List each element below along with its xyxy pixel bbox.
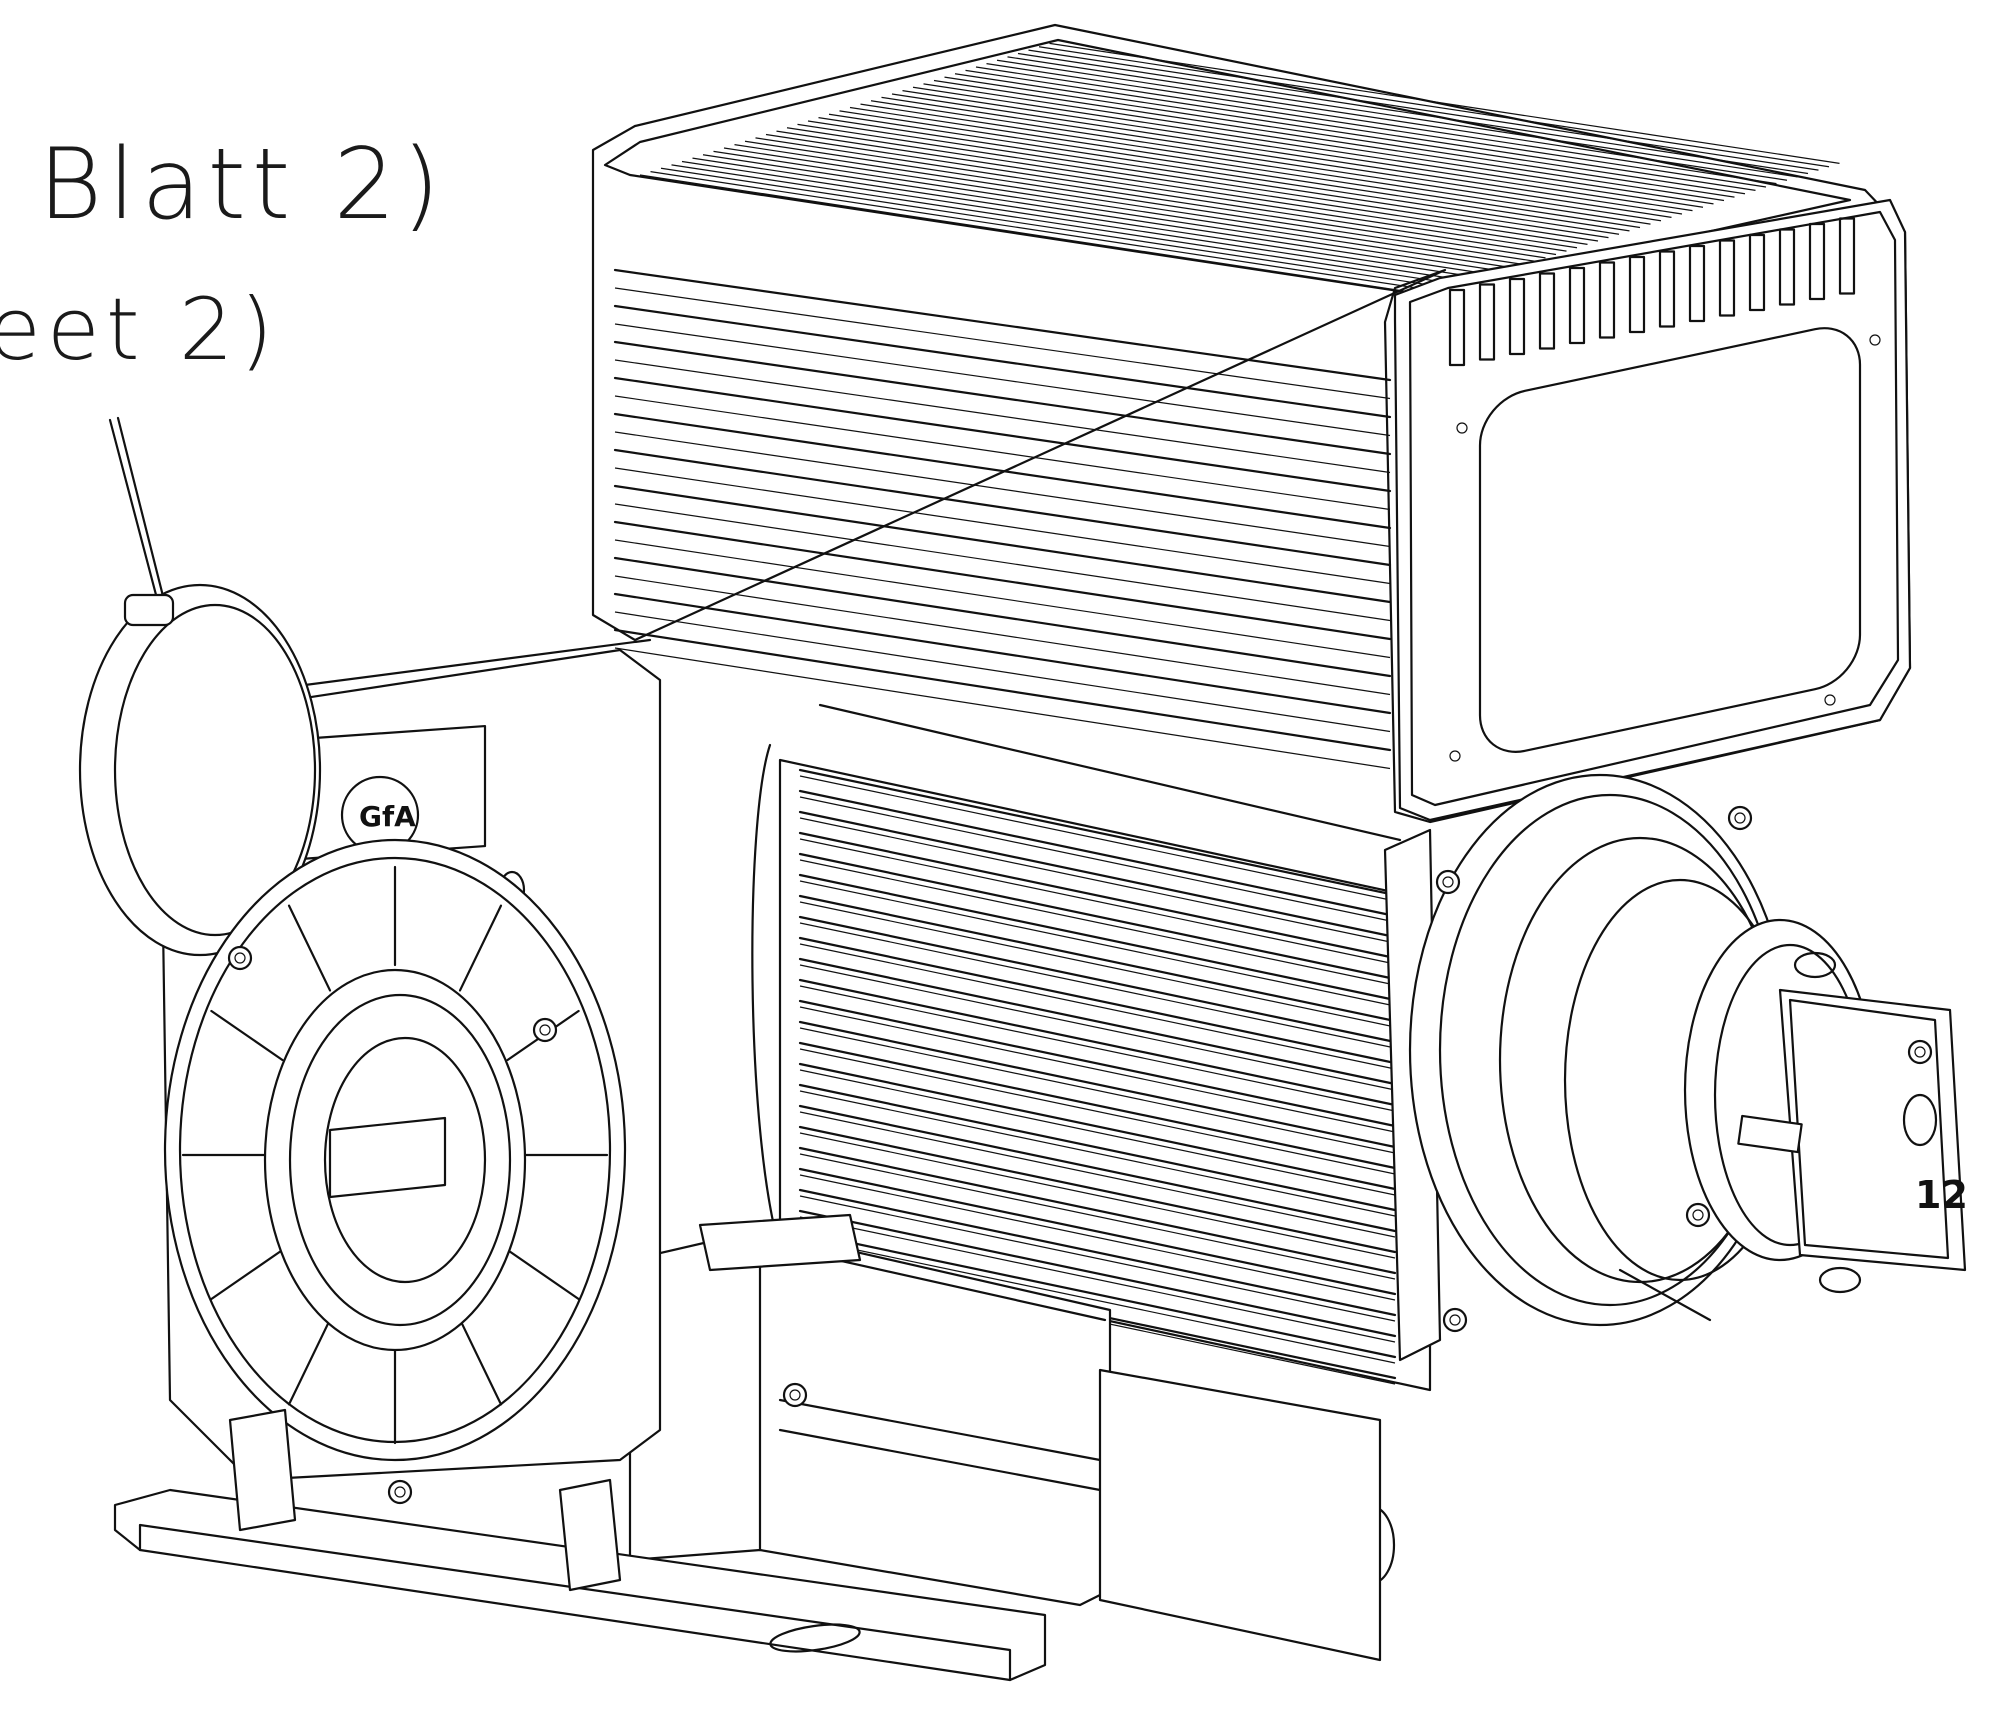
screw-head-icon [1437,871,1459,893]
sheet-caption-english: eet 2) [0,280,280,380]
screw-head-icon [229,947,251,969]
screw-head-icon [784,1384,806,1406]
shaft-keyway [330,1118,445,1197]
heatsink-top-fins [640,43,1840,295]
brand-logo: GfA [359,800,416,833]
motor-end-flange [1410,775,1795,1325]
screw-head-icon [534,1019,556,1041]
heatsink-side-fins [615,270,1390,769]
cable-gland-icon [125,595,173,625]
output-flange [165,840,625,1460]
mounting-clips [230,1410,620,1590]
vent-slots [1450,219,1854,366]
screw-head-icon [1687,1204,1709,1226]
terminal-box [630,1215,1394,1660]
screw-head-icon [389,1481,411,1503]
motor-cooling-fins [800,770,1395,1384]
gearbox-side-cover [80,418,320,955]
flange-ribs [183,867,607,1443]
motor-body [752,705,1440,1390]
control-housing [593,25,1910,822]
encoder-mark: 12 [1915,1173,1968,1217]
screw-head-icon [1444,1309,1466,1331]
sheet-caption-german: Blatt 2) [38,128,447,242]
screw-head-icon [1909,1041,1931,1063]
screw-head-icon [1729,807,1751,829]
